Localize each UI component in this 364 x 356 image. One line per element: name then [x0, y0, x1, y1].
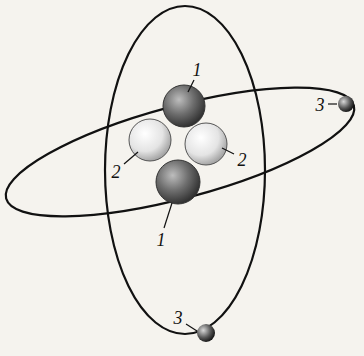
proton	[156, 160, 200, 204]
leader-line	[186, 324, 197, 331]
callout-number: 1	[192, 61, 203, 79]
callout-number: 2	[111, 163, 122, 181]
leader-line	[124, 152, 138, 164]
leader-line	[188, 80, 194, 92]
callout-number: 2	[237, 151, 248, 169]
leader-line	[328, 103, 337, 104]
electron	[197, 324, 215, 342]
orbit	[105, 6, 265, 334]
callout-number: 1	[156, 231, 167, 249]
leader-line	[222, 148, 234, 154]
electron	[338, 96, 354, 112]
callout-number: 3	[315, 96, 326, 114]
proton	[163, 85, 205, 127]
leader-line	[164, 203, 172, 228]
orbit	[0, 61, 364, 243]
callout-number: 3	[173, 309, 184, 327]
neutron	[185, 123, 227, 165]
